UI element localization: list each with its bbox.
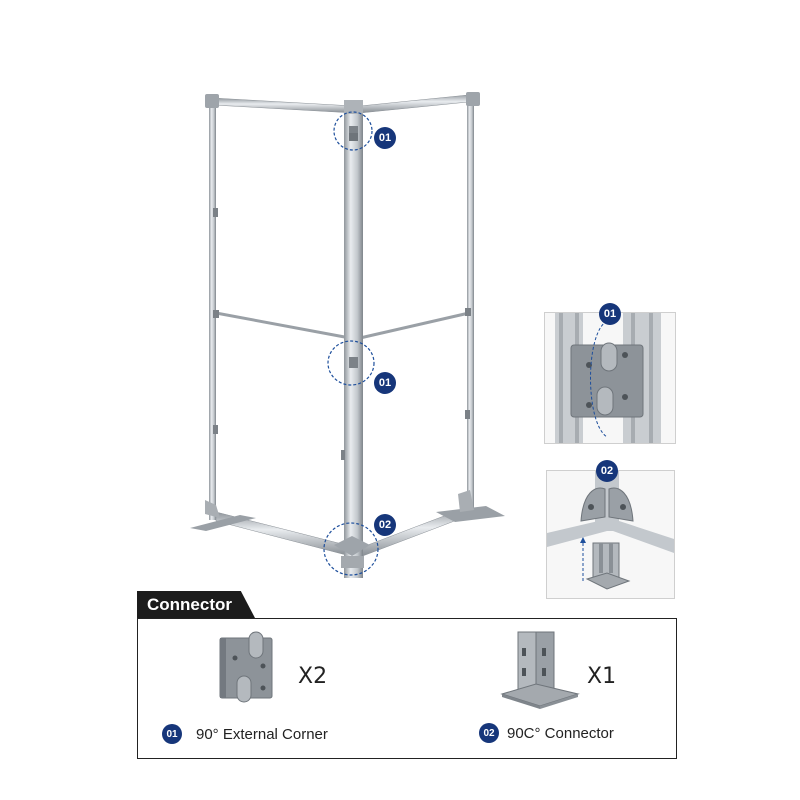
callout-circle-base [323,522,379,576]
callout-circle-mid [327,340,375,386]
external-corner-quantity: X2 [298,664,328,689]
corner-detail-view [544,312,676,444]
connector-detail-view [546,470,675,599]
connector-90-label: 90C° Connector [507,724,614,742]
external-corner-label: 90° External Corner [196,725,328,743]
external-corner-caption: 01 90° External Corner [162,724,328,744]
connector-90-badge: 02 [479,723,499,743]
connector-panel-title: Connector [137,591,255,618]
callout-badge-base-connector: 02 [374,514,396,536]
connector-detail-image [547,471,674,590]
connector-90-caption: 02 90C° Connector [479,723,614,743]
external-corner-badge: 01 [162,724,182,744]
right-frame-panel [357,92,505,558]
left-frame-panel [190,94,355,557]
connector-detail-badge: 02 [596,460,618,482]
frame-diagram [190,92,505,578]
callout-badge-mid-corner: 01 [374,372,396,394]
callout-circle-top [333,111,373,151]
connector-90-quantity: X1 [587,664,617,689]
connector-90-image [500,631,580,709]
center-post [334,100,370,578]
corner-detail-badge: 01 [599,303,621,325]
corner-detail-image [555,313,661,443]
callout-badge-top-corner: 01 [374,127,396,149]
external-corner-image [219,631,273,703]
